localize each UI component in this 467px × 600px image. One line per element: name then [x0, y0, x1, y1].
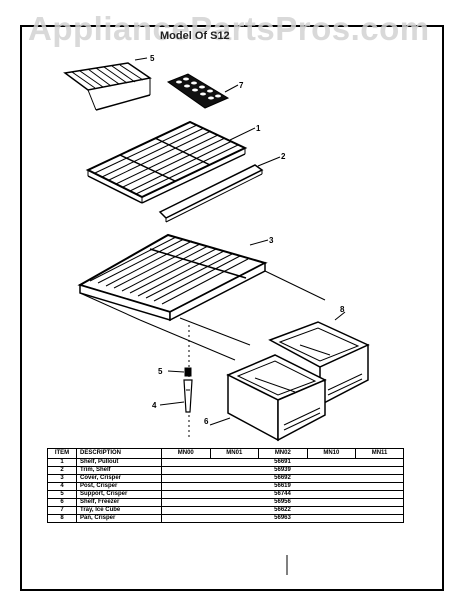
crisper-pan-right — [268, 311, 370, 407]
callout-6: 6 — [204, 417, 209, 426]
row-item: 1 — [47, 458, 77, 467]
row-description: Cover, Crisper — [76, 474, 162, 483]
row-part-number: 56963 — [161, 514, 404, 523]
table-row: 2 Trim, Shelf 56939 — [47, 466, 404, 475]
crisper-pan-left — [209, 354, 327, 442]
callout-4: 4 — [152, 401, 157, 410]
table-row: 7 Tray, Ice Cube 56622 — [47, 506, 404, 515]
row-item: 5 — [47, 490, 77, 499]
parts-table: ITEM DESCRIPTION MN00 MN01 MN02 MN10 MN1… — [47, 448, 404, 523]
row-description: Post, Crisper — [76, 482, 162, 491]
callout-8: 8 — [340, 305, 345, 314]
table-row: 8 Pan, Crisper 56963 — [47, 514, 404, 523]
callout-1: 1 — [256, 124, 261, 133]
col-header-mn01: MN01 — [209, 448, 260, 459]
row-part-number: 56744 — [161, 490, 404, 499]
watermark: AppliancePartsPros.com — [28, 10, 430, 47]
col-header-mn00: MN00 — [161, 448, 211, 459]
row-part-number: 56692 — [161, 474, 404, 483]
pullout-shelf — [85, 120, 256, 204]
col-header-mn10: MN10 — [306, 448, 357, 459]
row-item: 7 — [47, 506, 77, 515]
col-header-mn02: MN02 — [258, 448, 308, 459]
row-description: Pan, Crisper — [76, 514, 162, 523]
freezer-shelf — [63, 57, 152, 111]
table-row: 5 Support, Crisper 56744 — [47, 490, 404, 499]
callout-5b: 5 — [158, 367, 163, 376]
row-part-number: 56691 — [161, 458, 404, 467]
table-header-row: ITEM DESCRIPTION MN00 MN01 MN02 MN10 MN1… — [47, 448, 404, 459]
crisper-cover — [77, 233, 326, 361]
table-row: 3 Cover, Crisper 56692 — [47, 474, 404, 483]
row-item: 3 — [47, 474, 77, 483]
callout-5: 5 — [150, 54, 155, 63]
callout-3: 3 — [269, 236, 274, 245]
row-description: Shelf, Pullout — [76, 458, 162, 467]
row-item: 4 — [47, 482, 77, 491]
ice-cube-tray — [166, 73, 239, 109]
crisper-post — [159, 325, 193, 440]
row-part-number: 56619 — [161, 482, 404, 491]
row-part-number: 56622 — [161, 506, 404, 515]
row-description: Trim, Shelf — [76, 466, 162, 475]
col-header-mn11: MN11 — [355, 448, 404, 459]
row-item: 2 — [47, 466, 77, 475]
row-item: 6 — [47, 498, 77, 507]
drawing-frame — [20, 25, 444, 591]
col-header-item: ITEM — [47, 448, 77, 459]
row-description: Support, Crisper — [76, 490, 162, 499]
row-item: 8 — [47, 514, 77, 523]
row-part-number: 56939 — [161, 466, 404, 475]
row-description: Tray, Ice Cube — [76, 506, 162, 515]
col-header-description: DESCRIPTION — [76, 448, 162, 459]
shelf-trim — [158, 156, 281, 223]
table-row: 4 Post, Crisper 56619 — [47, 482, 404, 491]
callout-2: 2 — [281, 152, 286, 161]
row-part-number: 56956 — [161, 498, 404, 507]
page-subtitle: Model Of S12 — [160, 30, 230, 42]
row-description: Shelf, Freezer — [76, 498, 162, 507]
callout-7: 7 — [239, 81, 244, 90]
table-row: 6 Shelf, Freezer 56956 — [47, 498, 404, 507]
table-row: 1 Shelf, Pullout 56691 — [47, 458, 404, 467]
